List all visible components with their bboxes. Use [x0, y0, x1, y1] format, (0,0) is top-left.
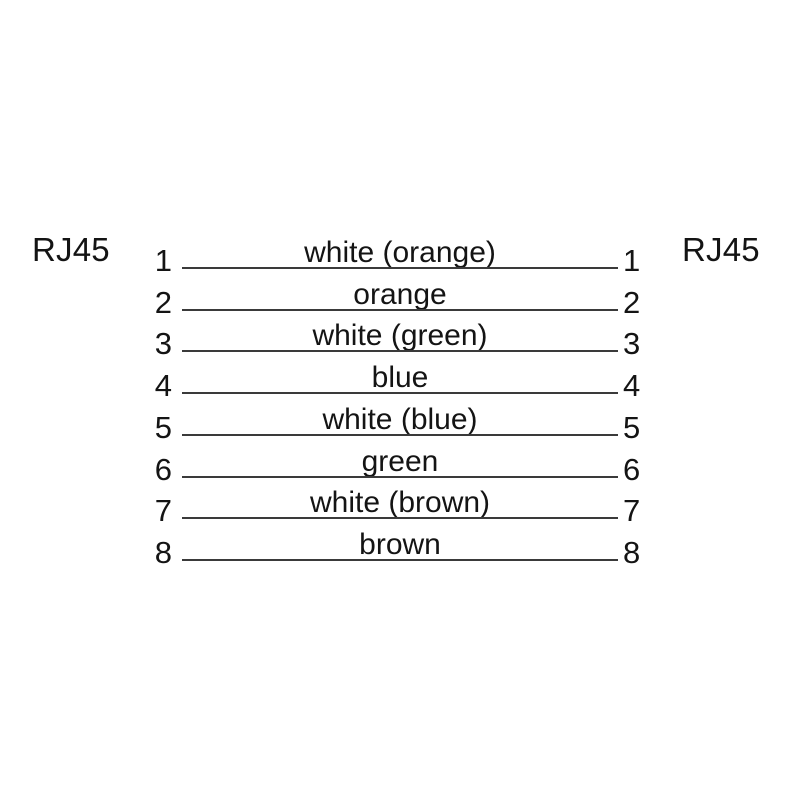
wire-line: [182, 267, 618, 269]
wire-line: [182, 350, 618, 353]
pin-number-left: 8: [154, 534, 172, 570]
pin-number-left: 3: [154, 326, 172, 362]
pin-number-right: 4: [623, 368, 641, 404]
pin-number-right: 2: [623, 284, 641, 320]
pin-number-left: 4: [154, 368, 172, 404]
wire-color-label: blue: [371, 361, 429, 395]
wire-line: [182, 308, 618, 311]
connector-label-left: RJ45: [32, 231, 110, 268]
wire-color-label: white (green): [312, 319, 488, 353]
pin-number-left: 6: [154, 451, 172, 487]
pin-number-left: 1: [154, 243, 172, 278]
wire-line: [182, 475, 618, 478]
connector-label-right: RJ45: [682, 231, 760, 268]
pin-number-right: 5: [623, 409, 641, 445]
wire-color-label: orange: [353, 277, 447, 311]
wire-color-label: brown: [359, 527, 441, 561]
pin-number-right: 1: [623, 243, 641, 278]
pin-number-left: 2: [154, 284, 172, 320]
pin-number-left: 7: [154, 493, 172, 529]
wire-color-label: white (orange): [304, 236, 496, 269]
pin-number-right: 6: [623, 451, 641, 487]
wire-color-label: white (blue): [322, 402, 478, 436]
wire-color-label: green: [361, 444, 439, 478]
wire-line: [182, 517, 618, 520]
pin-number-right: 8: [623, 534, 641, 570]
wire-color-label: white (brown): [309, 486, 491, 520]
wire-line: [182, 558, 618, 561]
wire-line: [182, 392, 618, 395]
wire-line: [182, 433, 618, 436]
pin-number-right: 7: [623, 493, 641, 529]
pin-number-left: 5: [154, 409, 172, 445]
pin-number-right: 3: [623, 326, 641, 362]
